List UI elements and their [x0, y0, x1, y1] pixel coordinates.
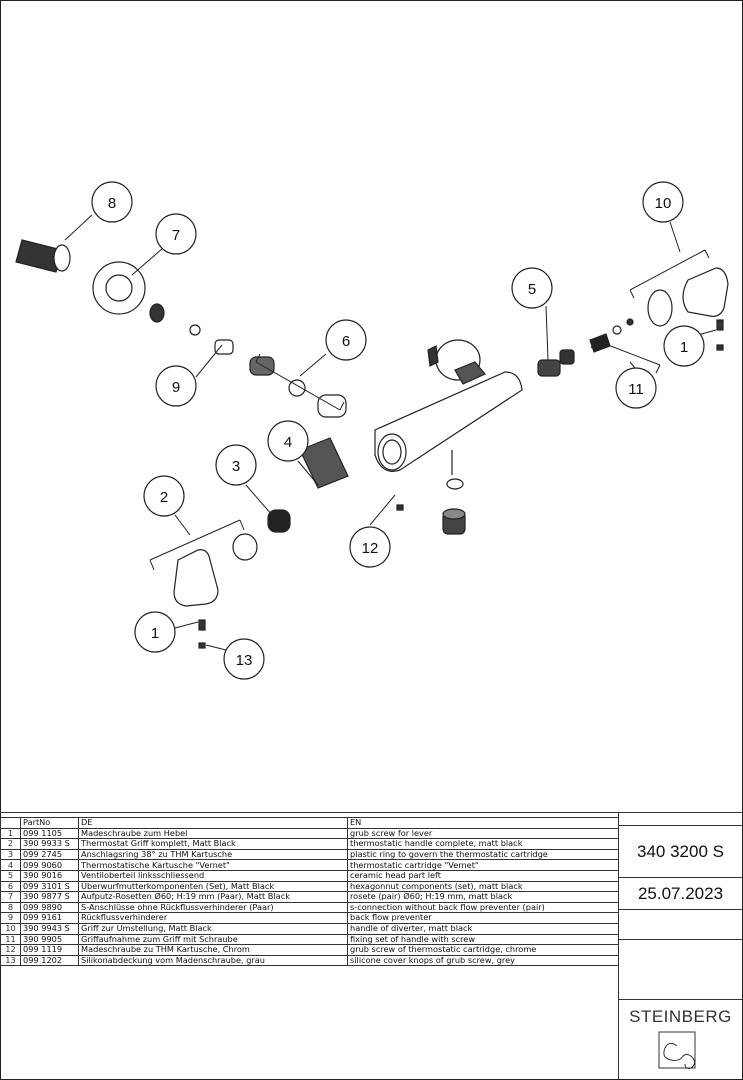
callout-label: 1 [151, 625, 159, 642]
callout-label: 13 [236, 652, 253, 669]
description-en: s-connection without back flow preventer… [347, 901, 619, 914]
description-en: thermostatic cartridge "Vernet" [347, 859, 619, 871]
empty-cell [619, 909, 742, 940]
title-block [618, 812, 743, 1079]
description-de: Anschlagsring 38° zu THM Kartusche [78, 848, 348, 861]
callout-label: 5 [528, 281, 536, 298]
brand-name: STEINBERG [619, 999, 742, 1034]
part-number: 390 9933 S [20, 838, 79, 850]
callout-label: 2 [160, 489, 168, 506]
description-en: fixing set of handle with screw [347, 933, 619, 946]
right-parts [537, 267, 729, 377]
callout-label: 1 [680, 339, 688, 356]
row-index: 11 [0, 933, 21, 946]
description-de: Griff zur Umstellung, Matt Black [78, 922, 348, 935]
row-index: 6 [0, 880, 21, 893]
description-en: plastic ring to govern the thermostatic … [347, 848, 619, 861]
empty-cell [619, 939, 742, 1000]
part-number: 099 3101 S [20, 880, 79, 893]
description-de: Rückflussverhinderer [78, 912, 348, 924]
description-de: Ventiloberteil linksschliessend [78, 869, 348, 882]
description-en: rosete (pair) Ø60; H:19 mm, matt black [347, 891, 619, 903]
exploded-view-drawing: 8 7 6 9 3 4 2 12 1 13 5 10 1 11 [15, 181, 729, 680]
row-index: 1 [0, 827, 21, 840]
part-number: 099 1119 [20, 944, 79, 956]
header-partno: PartNo [20, 817, 79, 829]
header-index [0, 817, 21, 829]
description-de: Aufputz-Rosetten Ø60; H:19 mm (Paar), Ma… [78, 891, 348, 903]
description-en: hexagonnut components (set), matt black [347, 880, 619, 893]
row-index: 5 [0, 869, 21, 882]
callout-label: 10 [655, 195, 672, 212]
row-index: 7 [0, 891, 21, 903]
part-number: 099 2745 [20, 848, 79, 861]
row-index: 2 [0, 838, 21, 850]
callout-label: 3 [232, 458, 240, 475]
callout-label: 12 [362, 540, 379, 557]
description-de: Thermostat Griff komplett, Matt Black [78, 838, 348, 850]
callout-label: 4 [284, 434, 292, 451]
description-de: Überwurfmutterkomponenten (Set), Matt Bl… [78, 880, 348, 893]
description-de: Madeschraube zu THM Kartusche, Chrom [78, 944, 348, 956]
description-en: thermostatic handle complete, matt black [347, 838, 619, 850]
leader-lines [64, 214, 717, 651]
part-number: 099 9060 [20, 859, 79, 871]
row-index: 4 [0, 859, 21, 871]
row-index: 3 [0, 848, 21, 861]
description-en: grub screw of thermostatic cartridge, ch… [347, 944, 619, 956]
header-en: EN [347, 817, 619, 829]
header-de: DE [78, 817, 348, 829]
table-top-border [0, 812, 743, 813]
part-number: 099 1105 [20, 827, 79, 840]
row-index: 10 [0, 922, 21, 935]
part-number: 390 9943 S [20, 922, 79, 935]
description-de: Thermostatische Kartusche "Vernet" [78, 859, 348, 871]
row-index: 12 [0, 944, 21, 956]
part-number: 390 9877 S [20, 891, 79, 903]
description-en: back flow preventer [347, 912, 619, 924]
row-index: 13 [0, 954, 21, 967]
description-en: handle of diverter, matt black [347, 922, 619, 935]
callout-label: 7 [172, 227, 180, 244]
part-number: 099 9161 [20, 912, 79, 924]
description-de: S-Anschlüsse ohne Rückflussverhinderer (… [78, 901, 348, 914]
part-number: 099 9890 [20, 901, 79, 914]
drawing-date: 25.07.2023 [619, 877, 742, 910]
left-parts [15, 239, 404, 649]
thermostat-body [374, 339, 523, 535]
description-en: silicone cover knops of grub screw, grey [347, 954, 619, 967]
part-number: 390 9016 [20, 869, 79, 882]
description-de: Madeschraube zum Hebel [78, 827, 348, 840]
callout-label: 8 [108, 195, 116, 212]
callout-label: 6 [342, 333, 350, 350]
row-index: 8 [0, 901, 21, 914]
callout-label: 9 [172, 379, 180, 396]
description-de: Silikonabdeckung vom Madenschraube, grau [78, 954, 348, 967]
part-number: 099 1202 [20, 954, 79, 967]
steinberg-logo [658, 1031, 696, 1069]
callout-label: 11 [628, 381, 644, 398]
description-de: Griffaufnahme zum Griff mit Schraube [78, 933, 348, 946]
table-header-row: PartNo DE EN [0, 817, 619, 829]
article-number: 340 3200 S [619, 825, 742, 878]
description-en: grub screw for lever [347, 827, 619, 840]
part-number: 390 9905 [20, 933, 79, 946]
row-index: 9 [0, 912, 21, 924]
callouts [91, 181, 705, 680]
description-en: ceramic head part left [347, 869, 619, 882]
